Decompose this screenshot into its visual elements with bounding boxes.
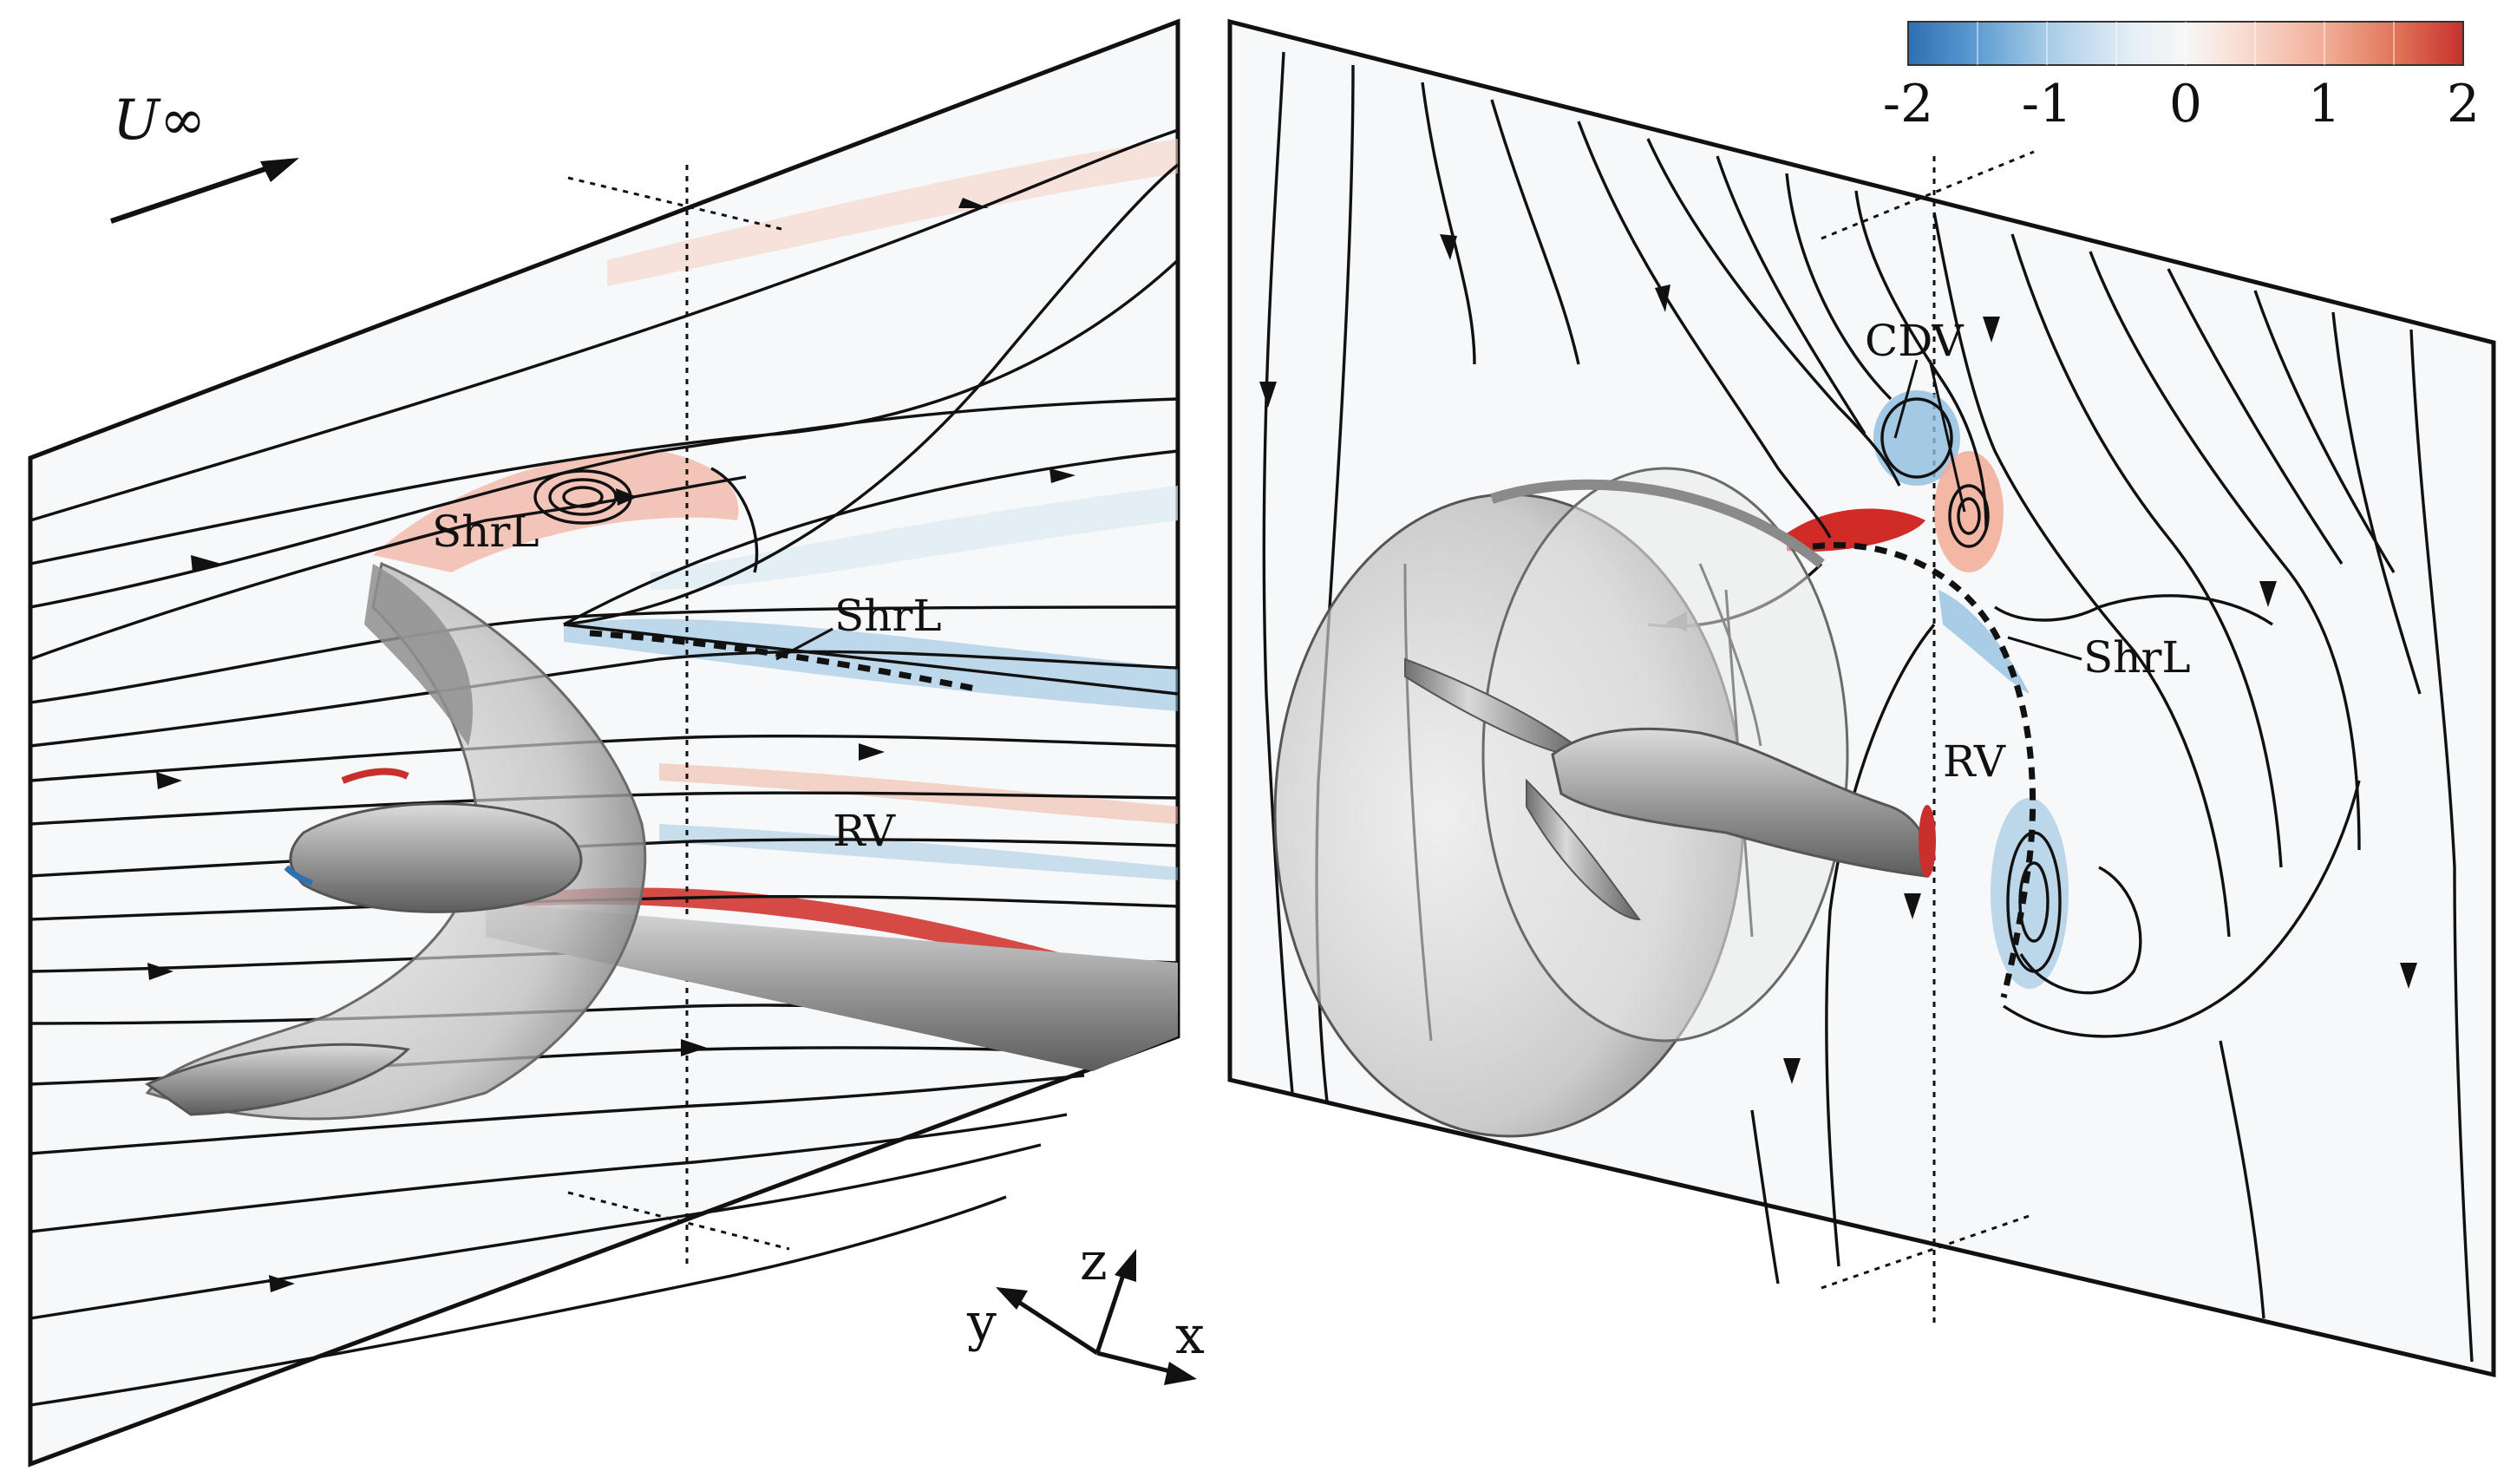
right-shear-layer-dashed (1812, 542, 2036, 998)
freestream-arrow-line (110, 162, 278, 224)
left-turbine (144, 561, 1178, 1121)
y-axis-arrow (996, 1287, 1028, 1310)
left-plane-frame (28, 18, 1180, 1468)
colorbar-tick-label: 2 (2447, 74, 2480, 134)
coordinate-triad: z y x (966, 1232, 1205, 1385)
left-duct-inner-lip (364, 564, 474, 746)
z-axis-label: z (1080, 1232, 1108, 1292)
right-cdv-label: CDV (1865, 316, 1964, 366)
freestream-arrow-head (260, 158, 299, 182)
right-vorticity-field (1787, 390, 2069, 989)
left-reference-line-top (567, 176, 786, 232)
right-cdv-pointer-2 (1928, 359, 1966, 513)
left-shrl-lower-label: ShrL (834, 591, 942, 641)
colorbar-tick-label: -2 (1883, 74, 1933, 134)
colorbar-tick-label: 0 (2169, 74, 2202, 134)
colorbar-tick-label: 1 (2308, 74, 2341, 134)
right-blade-lower (1526, 778, 1642, 921)
z-axis-arrow (1115, 1249, 1136, 1282)
colorbar: -2 -1 0 1 2 (1883, 21, 2480, 134)
left-rv-label: RV (833, 806, 896, 856)
colorbar-tick-label: -1 (2022, 74, 2072, 134)
left-streamline-arrows (147, 198, 1075, 1292)
right-duct-rim (1490, 479, 1825, 568)
left-shear-layer-dashed (589, 630, 981, 693)
left-hub (289, 802, 583, 913)
x-axis-label: x (1175, 1305, 1205, 1366)
right-shrl-pointer (2007, 636, 2082, 661)
x-axis-arrow (1164, 1362, 1197, 1385)
y-axis-label: y (966, 1292, 997, 1353)
right-reference-line-top (1821, 150, 2035, 240)
right-shrl-label: ShrL (2083, 632, 2191, 683)
right-turbine (1273, 467, 1936, 1138)
freestream-label: U∞ (113, 88, 206, 153)
left-shrl-top-label: ShrL (432, 507, 539, 557)
right-panel: -2 -1 0 1 2 CDV ShrL RV (1227, 18, 2496, 1378)
left-shrl-pointer (775, 627, 834, 661)
right-reference-line-bottom (1821, 1213, 2035, 1290)
left-panel: U∞ ShrL ShrL RV (28, 18, 1180, 1468)
left-support-tower (486, 902, 1178, 1071)
right-rv-label: RV (1943, 736, 2006, 787)
left-duct-lower-lip (144, 1043, 411, 1116)
left-reference-line-bottom (567, 1191, 790, 1251)
left-streamlines (29, 128, 1180, 1407)
right-cdv-pointer-1 (1893, 359, 1919, 439)
